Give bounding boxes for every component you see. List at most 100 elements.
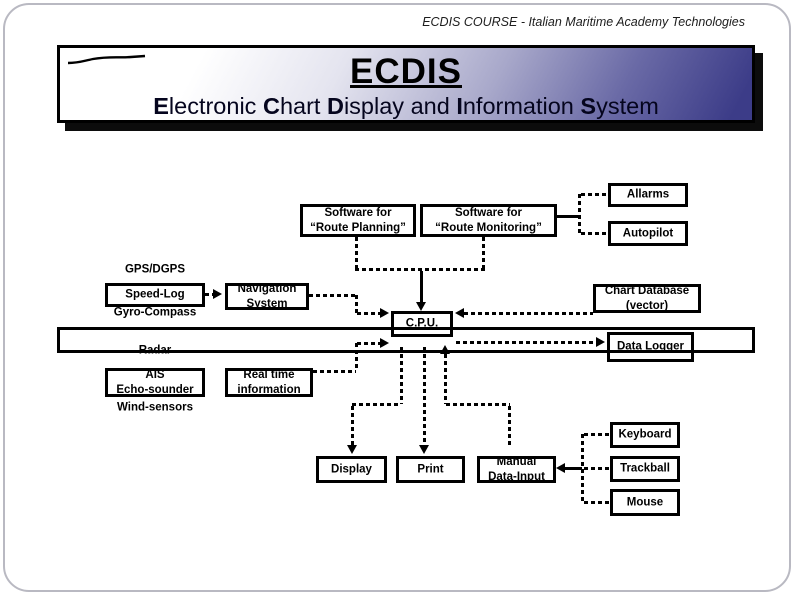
node-label-line: System — [246, 297, 288, 310]
arrowhead-icon — [455, 308, 464, 318]
page-title: ECDIS — [350, 52, 462, 91]
title-banner: ECDIS Electronic Chart Display and Infor… — [57, 45, 755, 123]
node-label-line: Wind-sensors — [117, 401, 193, 413]
node-label-line: “Route Monitoring” — [435, 221, 542, 234]
node-label: Data Logger — [598, 340, 703, 355]
arrowhead-icon — [347, 445, 357, 454]
node-data-logger: Data Logger — [607, 332, 694, 362]
connector-line — [464, 312, 593, 315]
arrowhead-icon — [416, 302, 426, 311]
connector-line — [578, 194, 581, 236]
page-subtitle: Electronic Chart Display and Information… — [60, 93, 752, 120]
connector-line — [351, 406, 354, 446]
connector-line — [482, 237, 485, 269]
node-label-line: information — [237, 383, 301, 396]
arrowhead-icon — [380, 338, 389, 348]
arrowhead-icon — [556, 463, 565, 473]
node-label-line: Software for — [324, 206, 392, 219]
connector-line — [400, 347, 403, 404]
node-wind-sensors: Wind-sensors — [105, 400, 205, 415]
node-trackball: Trackball — [610, 456, 680, 482]
swoosh-icon — [67, 54, 146, 65]
subtitle-segment: C — [262, 93, 280, 119]
node-realtime: Real time information — [225, 368, 313, 397]
node-label-line: Data-Input — [488, 470, 545, 483]
node-gyro-compass: Gyro-Compass — [105, 305, 205, 320]
node-label: Display — [309, 462, 394, 477]
node-chart-db: Chart Database(vector) — [593, 284, 701, 313]
connector-line — [581, 193, 608, 196]
node-label-line: Gyro-Compass — [113, 306, 197, 318]
node-gps-dgps: GPS/DGPS — [105, 262, 205, 277]
node-speed-log: Speed-Log — [105, 283, 205, 307]
node-label-line: Real time — [243, 368, 295, 381]
node-label-line: Keyboard — [618, 428, 672, 441]
connector-line — [420, 271, 423, 303]
node-label-line: AIS — [145, 368, 165, 381]
connector-line — [584, 467, 610, 470]
subtitle-segment: nformation — [462, 93, 581, 119]
connector-line — [581, 434, 584, 503]
subtitle-segment: E — [153, 93, 169, 119]
node-label-line: Data Logger — [616, 340, 685, 353]
connector-line — [309, 294, 355, 297]
node-label-line: Speed-Log — [125, 288, 185, 301]
node-label-line: Autopilot — [622, 227, 674, 239]
node-cpu: C.P.U. — [391, 311, 453, 337]
node-label: Allarms — [600, 188, 696, 203]
node-label-line: Manual — [496, 455, 537, 468]
node-label-line: GPS/DGPS — [124, 263, 186, 275]
connector-line — [355, 343, 358, 371]
node-label-line: Navigation — [237, 282, 297, 295]
node-radar: Radar — [105, 343, 205, 358]
arrowhead-icon — [419, 445, 429, 454]
subtitle-segment: D — [326, 93, 344, 119]
node-label: Radar — [90, 343, 220, 358]
node-label: Print — [390, 462, 472, 477]
subtitle-segment: S — [580, 93, 597, 119]
node-label: Mouse — [603, 495, 686, 510]
node-label: Gyro-Compass — [90, 305, 220, 320]
connector-line — [355, 268, 485, 271]
node-label: Chart Database(vector) — [581, 284, 714, 314]
node-label: Trackball — [603, 462, 686, 477]
connector-line — [357, 312, 380, 315]
arrowhead-icon — [213, 289, 222, 299]
node-print: Print — [396, 456, 465, 483]
connector-line — [205, 293, 214, 296]
node-allarms: Allarms — [608, 183, 688, 207]
node-label-line: Software for — [454, 206, 523, 219]
subtitle-segment: hart — [279, 93, 327, 119]
node-label-line: “Route Planning” — [310, 221, 406, 234]
node-label: Autopilot — [600, 226, 696, 241]
subtitle-segment: I — [456, 93, 463, 119]
node-bus — [57, 327, 755, 353]
arrowhead-icon — [596, 337, 605, 347]
subtitle-segment: ystem — [596, 93, 659, 119]
node-label-line: Allarms — [626, 188, 670, 201]
node-label: C.P.U. — [386, 317, 459, 332]
connector-line — [508, 406, 511, 446]
node-label: Software for “Route Planning” — [287, 206, 430, 236]
node-label-line: C.P.U. — [405, 317, 439, 330]
node-label: GPS/DGPS — [90, 262, 220, 277]
connector-line — [352, 403, 401, 406]
connector-line — [584, 501, 610, 504]
node-label-line: Trackball — [620, 462, 670, 475]
connector-line — [313, 370, 356, 373]
node-label-line: Print — [417, 463, 444, 475]
node-label: Keyboard — [603, 428, 686, 443]
connector-line — [444, 354, 447, 404]
connector-line — [456, 341, 596, 344]
connector-line — [446, 403, 510, 406]
connector-line — [581, 232, 608, 235]
subtitle-segment: isplay and — [343, 93, 457, 119]
node-label-line: Chart Database — [604, 284, 690, 297]
node-sw-planning: Software for “Route Planning” — [300, 204, 416, 237]
